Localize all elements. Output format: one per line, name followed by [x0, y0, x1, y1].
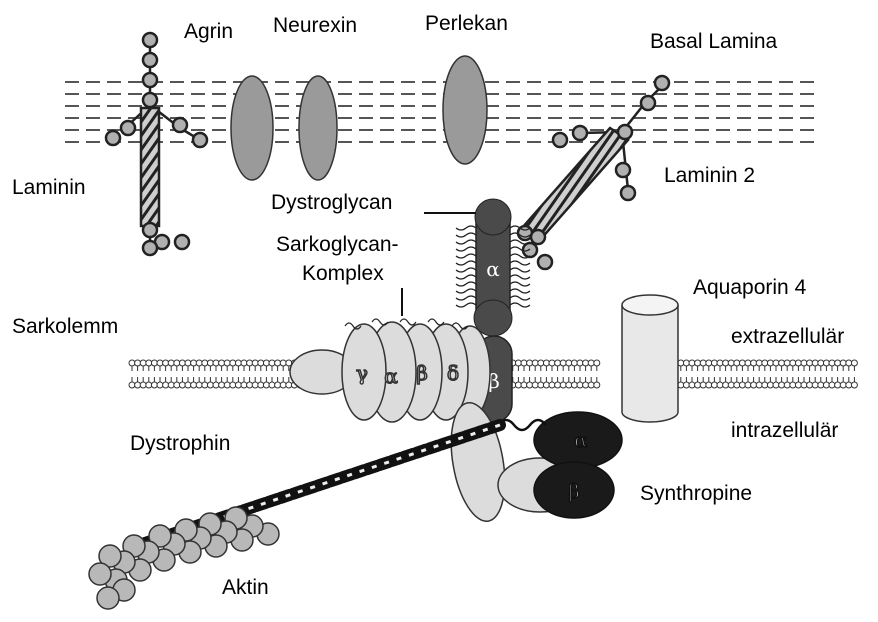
- sarkolemm-label: Sarkolemm: [12, 315, 118, 338]
- dystroglycan-alpha-glyph: α: [486, 257, 500, 281]
- sarkoglycan-label-1: Sarkoglycan-: [276, 233, 399, 256]
- perlekan-label: Perlekan: [425, 12, 508, 35]
- sarco-gamma-glyph: γ: [356, 361, 368, 385]
- sarco-beta-glyph: β: [416, 361, 428, 385]
- neurexin-protein: [299, 76, 337, 180]
- laminin-molecule: [106, 33, 207, 255]
- sarkoglycan-label-2: Komplex: [302, 262, 384, 285]
- perlekan-protein: [443, 56, 487, 164]
- synthropine-label: Synthropine: [640, 482, 752, 505]
- basal-lamina-lines: [65, 82, 815, 142]
- dystroglycan-label: Dystroglycan: [271, 191, 392, 214]
- agrin-protein: [231, 76, 273, 180]
- sarco-alpha-glyph: α: [384, 364, 398, 388]
- agrin-label: Agrin: [184, 20, 233, 43]
- laminin2-molecule: [518, 76, 669, 269]
- extrazellular-label: extrazellulär: [731, 325, 844, 348]
- laminin2-label: Laminin 2: [664, 164, 755, 187]
- labels: Agrin Neurexin Perlekan Basal Lamina Lam…: [12, 12, 844, 599]
- intrazellular-label: intrazellulär: [731, 419, 838, 442]
- synth-beta-glyph: β: [568, 479, 580, 503]
- aquaporin4-channel: [622, 295, 678, 422]
- laminin-label: Laminin: [12, 176, 86, 199]
- sarco-delta-glyph: δ: [447, 361, 459, 385]
- basal-lamina-label: Basal Lamina: [650, 30, 778, 53]
- neurexin-label: Neurexin: [273, 14, 357, 37]
- dystrophin-label: Dystrophin: [130, 432, 230, 455]
- aquaporin-label: Aquaporin 4: [693, 276, 807, 299]
- aktin-label: Aktin: [222, 576, 269, 599]
- synth-alpha-glyph: α: [574, 428, 588, 452]
